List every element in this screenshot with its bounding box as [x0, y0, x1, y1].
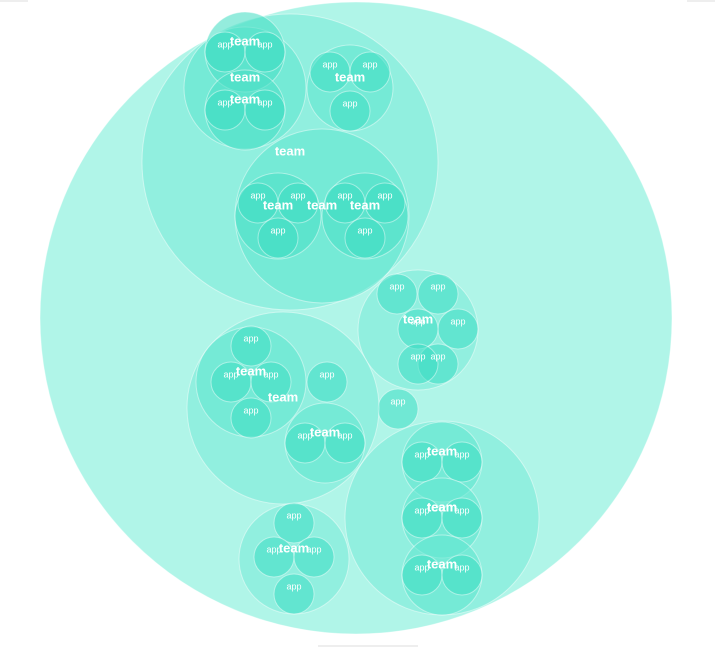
app-bubble[interactable]	[376, 273, 418, 315]
app-bubble[interactable]	[417, 273, 459, 315]
app-bubble[interactable]	[237, 182, 279, 224]
app-bubble[interactable]	[244, 89, 286, 131]
app-bubble[interactable]	[401, 497, 443, 539]
app-bubble[interactable]	[253, 536, 295, 578]
app-bubble[interactable]	[324, 422, 366, 464]
top-left-edge-mark	[0, 0, 28, 2]
app-bubble[interactable]	[244, 31, 286, 73]
app-bubble[interactable]	[273, 502, 315, 544]
app-bubble[interactable]	[324, 182, 366, 224]
app-bubble[interactable]	[377, 388, 419, 430]
bottom-edge-mark	[318, 645, 418, 647]
app-bubble[interactable]	[273, 573, 315, 615]
app-bubble[interactable]	[257, 217, 299, 259]
app-bubble[interactable]	[397, 308, 439, 350]
app-bubble[interactable]	[437, 308, 479, 350]
app-bubble[interactable]	[364, 182, 406, 224]
app-bubble[interactable]	[204, 89, 246, 131]
app-bubble[interactable]	[230, 397, 272, 439]
app-bubble[interactable]	[344, 217, 386, 259]
top-right-edge-mark	[687, 0, 715, 2]
app-bubble[interactable]	[306, 361, 348, 403]
app-bubble[interactable]	[284, 422, 326, 464]
app-bubble[interactable]	[441, 441, 483, 483]
app-bubble[interactable]	[230, 325, 272, 367]
app-bubble[interactable]	[349, 51, 391, 93]
bubble-nodes	[39, 1, 673, 635]
app-bubble[interactable]	[441, 497, 483, 539]
app-bubble[interactable]	[210, 361, 252, 403]
app-bubble[interactable]	[309, 51, 351, 93]
app-bubble[interactable]	[441, 554, 483, 596]
app-bubble[interactable]	[293, 536, 335, 578]
app-bubble[interactable]	[250, 361, 292, 403]
app-bubble[interactable]	[401, 441, 443, 483]
app-bubble[interactable]	[329, 90, 371, 132]
app-bubble[interactable]	[204, 31, 246, 73]
app-bubble[interactable]	[277, 182, 319, 224]
app-bubble[interactable]	[397, 343, 439, 385]
app-bubble[interactable]	[401, 554, 443, 596]
